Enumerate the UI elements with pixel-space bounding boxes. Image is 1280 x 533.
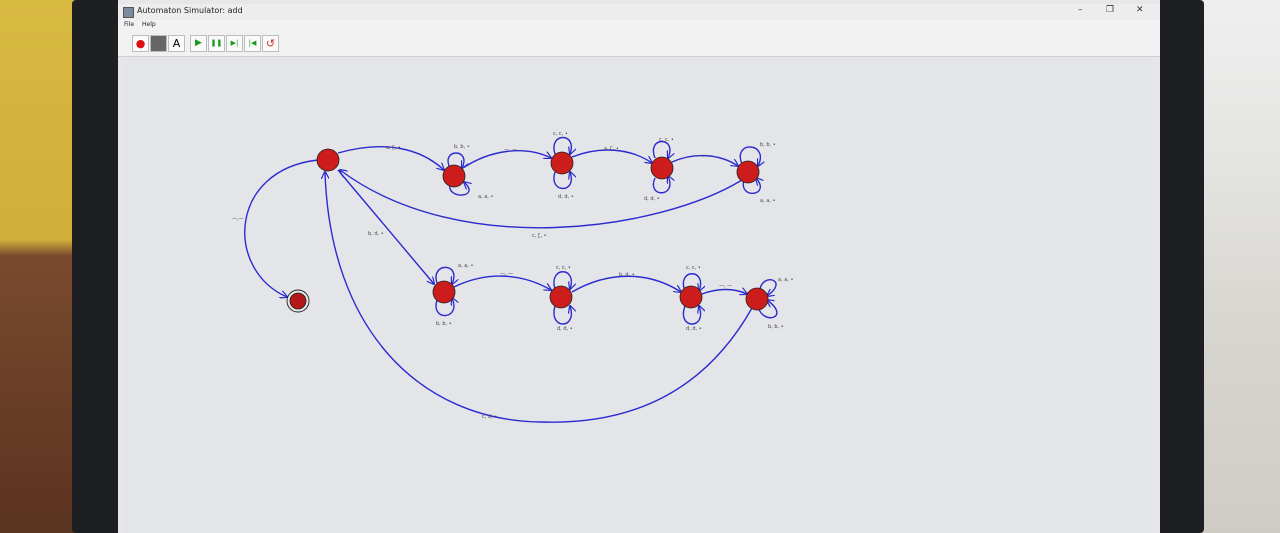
edge-s8-back[interactable]	[325, 172, 753, 423]
loop-s7-top[interactable]	[682, 273, 700, 291]
tool-pause-button[interactable]: ❚❚	[208, 35, 225, 52]
loop-s3-top[interactable]	[652, 141, 670, 159]
accept-state[interactable]	[286, 289, 310, 313]
loop-s8-top[interactable]	[759, 279, 777, 296]
edge-label: c, c, •	[686, 265, 701, 271]
edge-s2-s3[interactable]	[571, 149, 652, 163]
edge-label: b, b, •	[436, 321, 452, 327]
edge-label: a, a, •	[778, 277, 793, 283]
window-title: Automaton Simulator: add	[137, 6, 243, 15]
edge-label: a, a, •	[458, 263, 473, 269]
edge-label: a, ʗ, •	[604, 146, 619, 152]
state-s1[interactable]	[442, 164, 466, 188]
tool-text-button[interactable]: A	[168, 35, 185, 52]
state-s2[interactable]	[550, 151, 574, 175]
state-s3[interactable]	[650, 156, 674, 180]
edge-label: d, d, •	[686, 326, 702, 332]
edge-label: d, d, •	[644, 196, 660, 202]
edge-label: c, c, •	[553, 131, 568, 137]
edge-label: b, b, •	[454, 144, 470, 150]
loop-s2-bottom[interactable]	[553, 172, 571, 189]
edge-s3-s4[interactable]	[671, 154, 738, 166]
tool-state-button[interactable]: ●	[132, 35, 149, 52]
edge-label: —, —	[697, 153, 710, 159]
state-s7[interactable]	[679, 285, 703, 309]
loop-s3-bottom[interactable]	[652, 176, 670, 194]
state-s5[interactable]	[432, 280, 456, 304]
record-icon: ●	[135, 37, 146, 50]
state-s0[interactable]	[316, 148, 340, 172]
menu-file[interactable]: File	[124, 21, 135, 28]
loop-s8-bottom[interactable]	[757, 300, 778, 319]
step-back-icon: |◀	[248, 39, 257, 47]
play-icon: ▶	[195, 38, 202, 48]
step-forward-icon: ▶|	[230, 39, 239, 47]
loop-s1-top[interactable]	[447, 152, 464, 168]
title-bar: Automaton Simulator: add – ❐ ✕	[118, 4, 1160, 20]
reset-icon: ↺	[265, 37, 276, 50]
edge-label: b, b, •	[760, 142, 776, 148]
text-icon: A	[172, 37, 181, 50]
edge-s6-s7[interactable]	[571, 275, 681, 292]
edge-s4-back[interactable]	[340, 170, 743, 229]
edge-label: c, c, •	[556, 265, 571, 271]
loop-s5-bottom[interactable]	[435, 298, 454, 317]
edge-s7-s8[interactable]	[701, 290, 747, 295]
edge-label: —, —	[500, 271, 513, 277]
maximize-button[interactable]: ❐	[1106, 5, 1115, 15]
edge-s0-s5[interactable]	[337, 169, 434, 284]
tool-reset-button[interactable]: ↺	[262, 35, 279, 52]
loop-s7-bottom[interactable]	[682, 306, 700, 325]
state-s4[interactable]	[736, 160, 760, 184]
edge-label: c, c, •	[659, 137, 674, 143]
minimize-button[interactable]: –	[1078, 5, 1083, 15]
toolbar: ● A ▶ ❚❚ ▶| |◀ ↺	[118, 32, 1160, 57]
loop-s5-top[interactable]	[435, 266, 454, 284]
state-s6[interactable]	[549, 285, 573, 309]
edge-s0-s1[interactable]	[337, 146, 444, 170]
loop-s2-top[interactable]	[553, 137, 571, 155]
edge-s5-s6[interactable]	[453, 275, 551, 290]
edge-label: —,—	[232, 216, 244, 222]
edge-label: d, d, •	[558, 194, 574, 200]
loop-s6-top[interactable]	[553, 271, 571, 289]
state-s8[interactable]	[745, 287, 769, 311]
edge-label: b, d, •	[619, 272, 635, 278]
edge-start-accept[interactable]	[244, 159, 319, 297]
menu-help[interactable]: Help	[142, 21, 156, 28]
edge-label: c, ʗ, •	[532, 233, 547, 239]
tool-play-button[interactable]: ▶	[190, 35, 207, 52]
edge-label: b, d, •	[368, 231, 384, 237]
edge-label: —, —	[504, 147, 517, 153]
close-button[interactable]: ✕	[1136, 5, 1144, 15]
tool-select-button[interactable]	[150, 35, 167, 52]
edge-label: d, d, •	[557, 326, 573, 332]
edge-label: —, —	[719, 283, 732, 289]
edge-label: c, d, •	[482, 414, 497, 420]
loop-s1-bottom[interactable]	[449, 182, 469, 196]
app-icon	[123, 7, 134, 18]
edge-label: a, ʗ, •	[386, 145, 401, 151]
background-right	[1190, 0, 1280, 533]
edge-label: a, a, •	[760, 198, 775, 204]
menu-bar: File Help	[118, 20, 1160, 32]
loop-s4-top[interactable]	[739, 146, 760, 166]
edge-s1-s2[interactable]	[462, 150, 551, 169]
pause-icon: ❚❚	[210, 39, 223, 47]
edge-label: b, b, •	[768, 324, 784, 330]
tool-step-back-button[interactable]: |◀	[244, 35, 261, 52]
background-left	[0, 0, 82, 533]
edge-label: a, a, •	[478, 194, 493, 200]
loop-s4-bottom[interactable]	[742, 178, 760, 195]
tool-step-forward-button[interactable]: ▶|	[226, 35, 243, 52]
loop-s6-bottom[interactable]	[553, 306, 571, 325]
